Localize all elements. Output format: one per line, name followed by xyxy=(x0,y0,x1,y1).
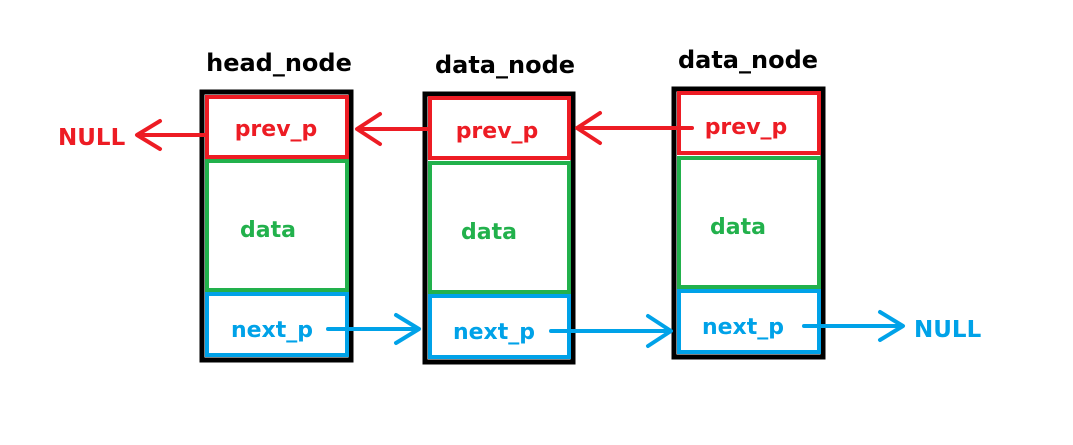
right-null-label: NULL xyxy=(914,317,982,343)
next-arrow-node1-to-node2 xyxy=(549,314,673,348)
prev-field xyxy=(428,96,571,160)
left-null-label: NULL xyxy=(58,125,126,151)
prev-arrow-node1-to-head xyxy=(355,112,430,146)
data-field-label: data xyxy=(710,215,766,240)
prev-arrow-to-null xyxy=(135,119,207,151)
next-field-label: next_p xyxy=(702,315,784,340)
data-field-label: data xyxy=(240,218,296,243)
prev-arrow-node2-to-node1 xyxy=(575,111,694,145)
next-arrows xyxy=(326,310,905,348)
node-title-data-2: data_node xyxy=(678,46,818,74)
data-node-2: data_node prev_p data next_p xyxy=(671,46,826,360)
prev-field-label: prev_p xyxy=(705,115,788,140)
node-frame xyxy=(422,91,576,365)
prev-field-label: prev_p xyxy=(456,119,539,144)
next-arrow-to-null xyxy=(802,310,905,342)
next-field xyxy=(205,292,349,357)
prev-field-label: prev_p xyxy=(235,117,318,142)
node-title-head: head_node xyxy=(206,49,352,77)
prev-field xyxy=(677,91,821,155)
next-arrow-head-to-node1 xyxy=(326,313,421,345)
head-node: head_node prev_p data next_p xyxy=(199,49,354,363)
next-field xyxy=(428,294,571,359)
next-field-label: next_p xyxy=(231,318,313,343)
next-field xyxy=(677,289,821,354)
prev-arrows xyxy=(135,111,694,151)
prev-field xyxy=(205,95,349,159)
data-field xyxy=(428,161,571,294)
data-node-1: data_node prev_p data next_p xyxy=(422,51,576,365)
data-field-label: data xyxy=(461,220,517,245)
node-frame xyxy=(671,86,826,360)
data-field xyxy=(205,159,349,292)
next-field-label: next_p xyxy=(453,320,535,345)
node-frame xyxy=(199,89,354,363)
node-title-data-1: data_node xyxy=(435,51,575,79)
data-field xyxy=(677,156,821,289)
